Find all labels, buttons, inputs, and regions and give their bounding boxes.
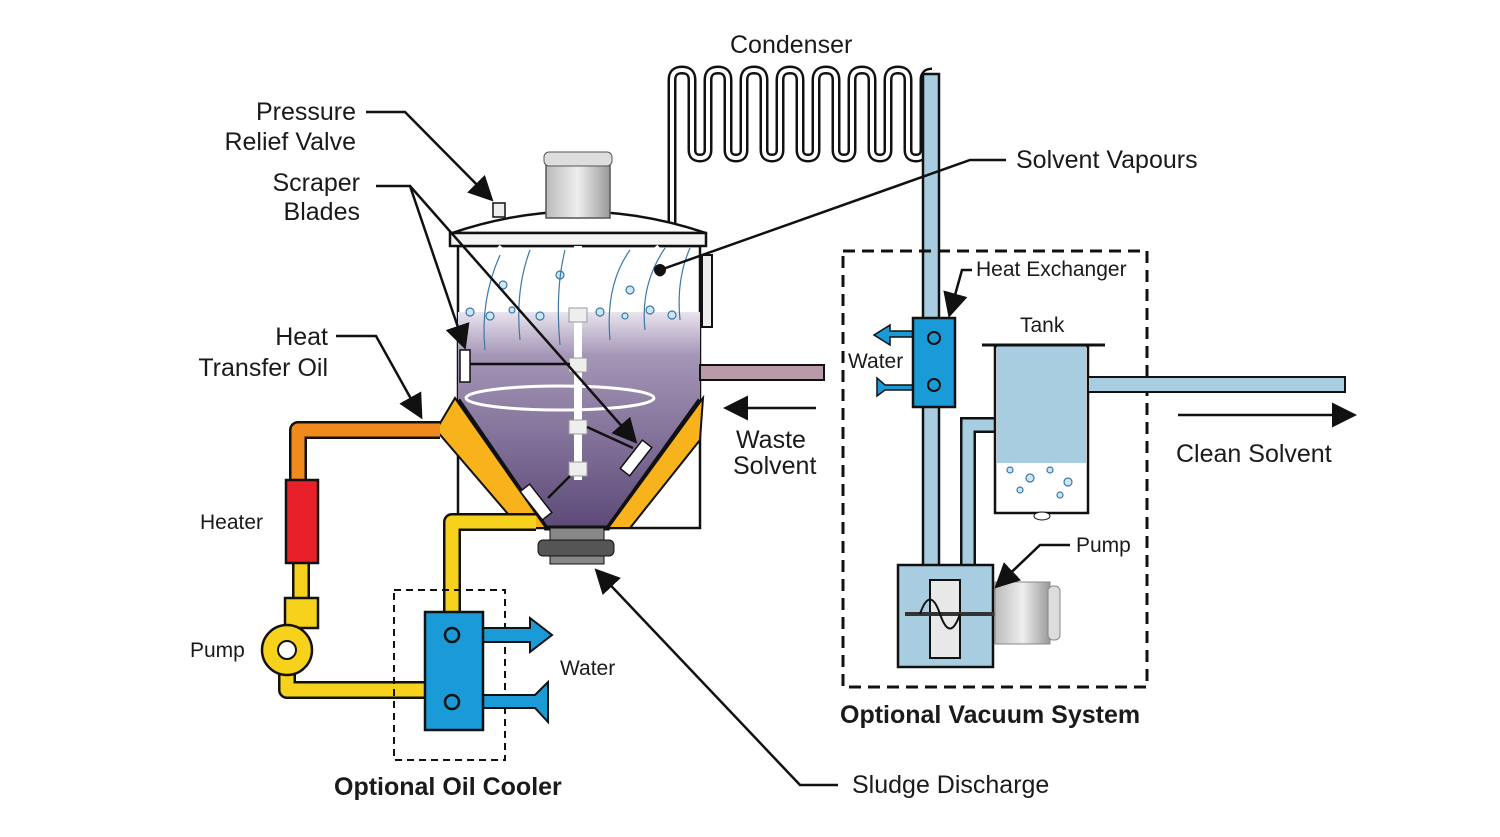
scraper-blade [619, 439, 653, 477]
clean-solvent-pipe [1087, 376, 1346, 393]
tank [960, 343, 1346, 565]
oil-cooler [423, 610, 554, 732]
label-pressure-relief-valve-1: Pressure [256, 98, 356, 126]
label-water-exchanger: Water [848, 350, 903, 373]
sight-glass [701, 254, 713, 328]
label-condenser: Condenser [730, 31, 852, 59]
oil-loop [278, 421, 536, 699]
reactor-vessel [434, 151, 713, 565]
label-tank: Tank [1020, 314, 1065, 337]
label-pressure-relief-valve-2: Relief Valve [224, 128, 356, 156]
label-optional-oil-cooler: Optional Oil Cooler [334, 773, 562, 801]
leader-lines [336, 110, 1070, 787]
label-optional-vacuum-system: Optional Vacuum System [840, 701, 1140, 729]
label-heat-transfer-oil-2: Transfer Oil [198, 354, 328, 382]
label-water-cooler: Water [560, 657, 615, 680]
label-heat-transfer-oil-1: Heat [275, 323, 328, 351]
oil-cooler-box [393, 589, 506, 761]
label-scraper-blades-1: Scraper [272, 169, 360, 197]
vacuum-pump [896, 563, 1061, 669]
label-heater: Heater [200, 511, 263, 534]
scraper-blade [459, 349, 471, 383]
agitator-motor [543, 151, 613, 219]
oil-jacket-right [606, 394, 705, 529]
vessel-lid [448, 231, 708, 248]
scraper-blade [519, 483, 553, 521]
label-waste-solvent-2: Solvent [733, 452, 816, 480]
label-solvent-vapours: Solvent Vapours [1016, 146, 1198, 174]
label-pump-right: Pump [1076, 534, 1131, 557]
label-clean-solvent: Clean Solvent [1176, 440, 1332, 468]
waste-solvent-pipe [699, 364, 825, 381]
pressure-relief-valve [492, 202, 506, 218]
label-scraper-blades-2: Blades [284, 198, 360, 226]
label-waste-solvent-1: Waste [736, 426, 806, 454]
sludge-discharge-valve [537, 527, 615, 565]
vapour-marker-dot [654, 264, 666, 276]
condenser-coil [667, 65, 933, 232]
vapour-bubbles [465, 267, 677, 321]
heater [284, 478, 320, 565]
oil-pump [260, 596, 320, 677]
label-pump-left: Pump [190, 639, 245, 662]
label-heat-exchanger: Heat Exchanger [976, 258, 1127, 281]
rotation-arrow [464, 384, 656, 412]
heat-exchanger [872, 316, 957, 409]
vacuum-system-box [841, 249, 1149, 689]
label-sludge-discharge: Sludge Discharge [852, 771, 1049, 799]
